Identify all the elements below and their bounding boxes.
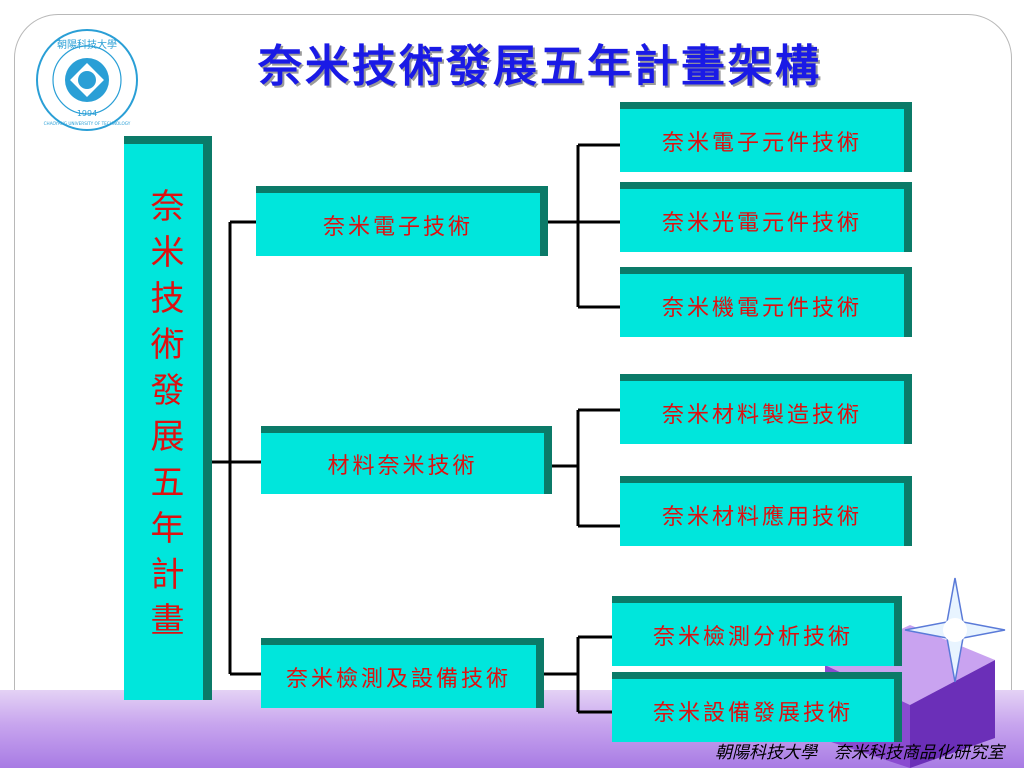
leaf-node-metrology-analysis: 奈米檢測分析技術: [612, 596, 902, 666]
leaf-node-equipment-development: 奈米設備發展技術: [612, 672, 902, 742]
logo-english: CHAOYANG UNIVERSITY OF TECHNOLOGY: [44, 121, 131, 126]
leaf-node-mems-devices: 奈米機電元件技術: [620, 267, 912, 337]
logo-year: 1994: [77, 109, 97, 118]
logo-arc-text: 朝陽科技大學: [57, 38, 117, 51]
branch-node-electronics: 奈米電子技術: [256, 186, 548, 256]
root-node: 奈米技術發展五年計畫: [124, 136, 212, 700]
university-logo: 朝陽科技大學 1994 CHAOYANG UNIVERSITY OF TECHN…: [36, 29, 138, 131]
leaf-node-optoelectronic-devices: 奈米光電元件技術: [620, 182, 912, 252]
page-title: 奈米技術發展五年計畫架構: [258, 41, 822, 92]
leaf-node-material-fabrication: 奈米材料製造技術: [620, 374, 912, 444]
root-node-label: 奈米技術發展五年計畫: [144, 188, 184, 648]
branch-node-metrology: 奈米檢測及設備技術: [261, 638, 544, 708]
leaf-node-material-application: 奈米材料應用技術: [620, 476, 912, 546]
footer-text: 朝陽科技大學 奈米科技商品化研究室: [715, 743, 1004, 763]
leaf-node-electronic-devices: 奈米電子元件技術: [620, 102, 912, 172]
branch-node-materials: 材料奈米技術: [261, 426, 552, 494]
